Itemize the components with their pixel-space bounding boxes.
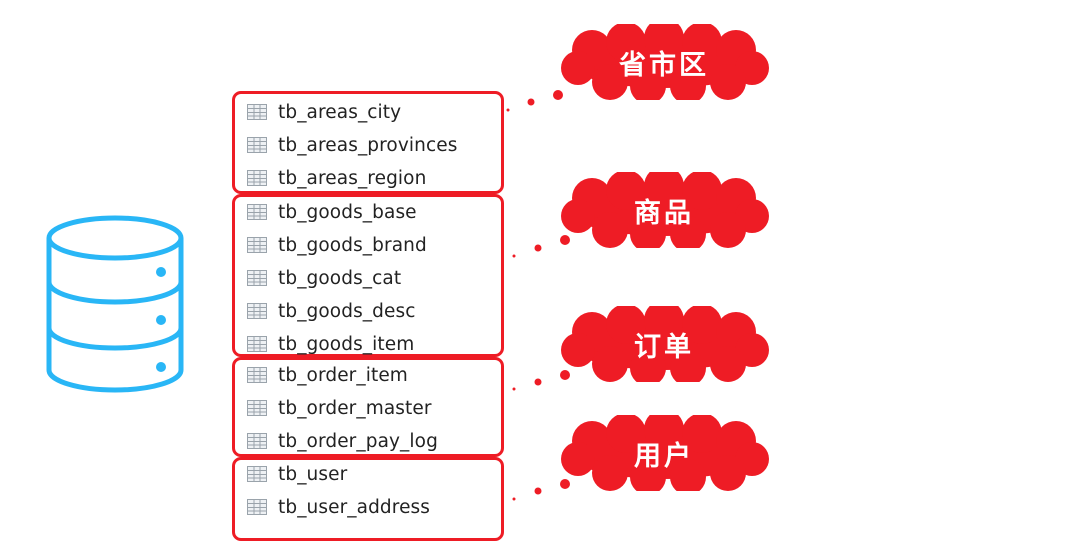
table-name: tb_goods_item xyxy=(278,333,415,355)
cloud-label-text: 省市区 xyxy=(619,49,709,81)
table-grid-icon xyxy=(247,367,267,383)
table-grid-icon xyxy=(247,104,267,120)
table-row[interactable]: tb_user xyxy=(247,461,347,487)
table-name: tb_areas_provinces xyxy=(278,134,458,156)
table-name: tb_user_address xyxy=(278,496,431,518)
cloud-label-text: 用户 xyxy=(634,440,694,472)
table-grid-icon xyxy=(247,303,267,319)
table-name: tb_goods_desc xyxy=(278,300,416,322)
table-row[interactable]: tb_user_address xyxy=(247,494,430,520)
table-row[interactable]: tb_goods_desc xyxy=(247,298,416,324)
table-row[interactable]: tb_order_master xyxy=(247,395,432,421)
table-name: tb_order_item xyxy=(278,364,408,386)
table-grid-icon xyxy=(247,433,267,449)
table-name: tb_user xyxy=(278,463,348,485)
table-row[interactable]: tb_areas_city xyxy=(247,99,401,125)
table-group-user: tb_user tb_user_address xyxy=(232,457,504,541)
table-row[interactable]: tb_order_item xyxy=(247,362,408,388)
table-name: tb_order_master xyxy=(278,397,432,419)
table-row[interactable]: tb_goods_base xyxy=(247,199,417,225)
cloud-label-order: 订单 xyxy=(552,306,776,382)
table-grid-icon xyxy=(247,137,267,153)
table-group-order: tb_order_item tb_order_master tb_order_p… xyxy=(232,357,504,457)
table-row[interactable]: tb_goods_brand xyxy=(247,232,427,258)
table-row[interactable]: tb_order_pay_log xyxy=(247,428,438,454)
table-grid-icon xyxy=(247,270,267,286)
table-grid-icon xyxy=(247,237,267,253)
database-icon xyxy=(44,210,186,400)
table-grid-icon xyxy=(247,400,267,416)
table-name: tb_areas_city xyxy=(278,101,402,123)
table-grid-icon xyxy=(247,466,267,482)
cloud-label-goods: 商品 xyxy=(552,172,776,248)
table-grid-icon xyxy=(247,170,267,186)
table-group-areas: tb_areas_city tb_areas_provinces tb_area… xyxy=(232,91,504,194)
table-row[interactable]: tb_goods_cat xyxy=(247,265,401,291)
cloud-label-text: 商品 xyxy=(634,197,694,229)
table-row[interactable]: tb_areas_region xyxy=(247,165,426,191)
cloud-label-text: 订单 xyxy=(634,331,694,363)
table-grid-icon xyxy=(247,204,267,220)
table-name: tb_goods_base xyxy=(278,201,417,223)
cloud-label-user: 用户 xyxy=(552,415,776,491)
table-group-goods: tb_goods_base tb_goods_brand tb_goods_ca… xyxy=(232,194,504,357)
table-name: tb_areas_region xyxy=(278,167,427,189)
table-name: tb_order_pay_log xyxy=(278,430,438,452)
table-grid-icon xyxy=(247,336,267,352)
table-grid-icon xyxy=(247,499,267,515)
table-row[interactable]: tb_areas_provinces xyxy=(247,132,457,158)
table-row[interactable]: tb_goods_item xyxy=(247,331,414,357)
table-name: tb_goods_brand xyxy=(278,234,427,256)
cloud-label-areas: 省市区 xyxy=(552,24,776,100)
table-name: tb_goods_cat xyxy=(278,267,402,289)
